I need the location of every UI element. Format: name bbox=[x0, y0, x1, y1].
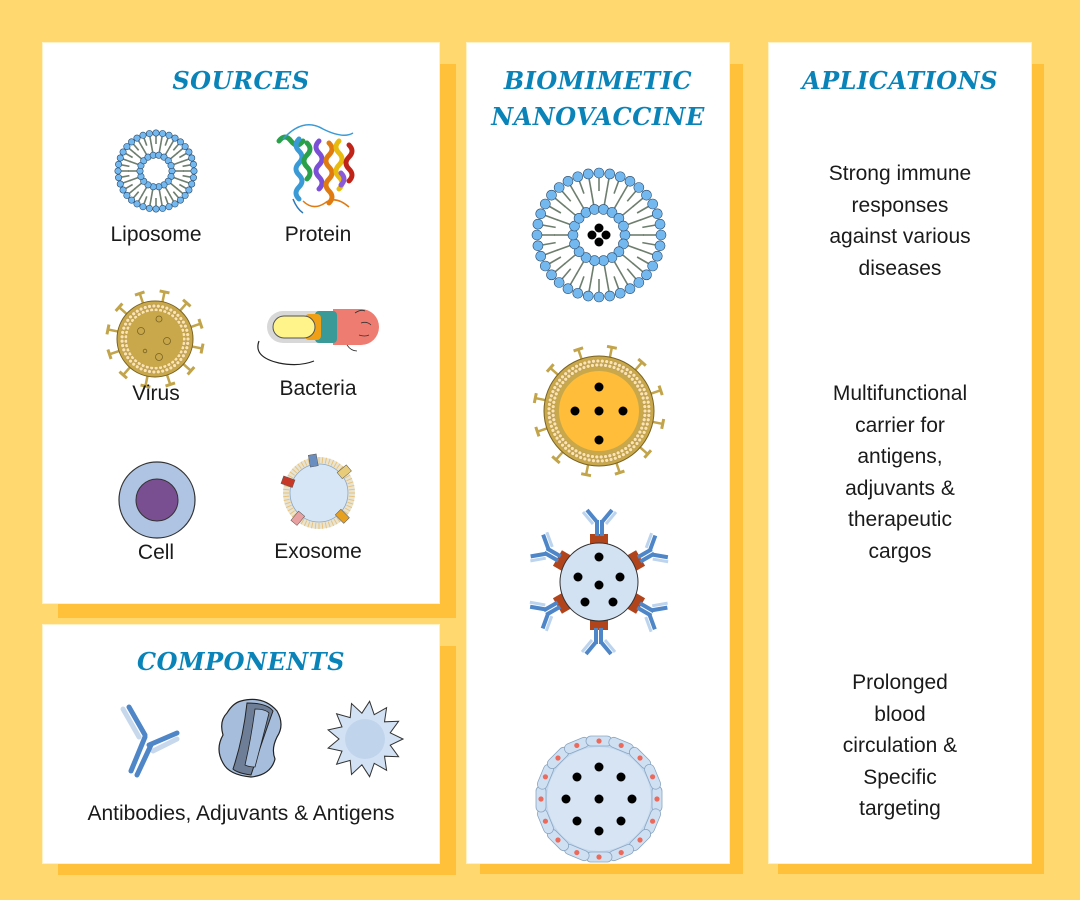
source-label-cell: Cell bbox=[137, 541, 175, 564]
nanovaccine-title-line2: NANOVACCINE bbox=[491, 102, 705, 131]
source-label-protein: Protein bbox=[284, 223, 352, 246]
virus-icon bbox=[105, 289, 205, 389]
sources-title: SOURCES bbox=[172, 66, 310, 95]
source-label-virus: Virus bbox=[132, 382, 180, 405]
adjuvant-icon bbox=[218, 698, 282, 778]
nanovaccine-panel: BIOMIMETIC NANOVACCINE bbox=[466, 42, 730, 864]
components-panel: COMPONENTS Antibodies, Adjuvants & Antig… bbox=[42, 624, 440, 864]
nanovaccine-title-line1: BIOMIMETIC bbox=[503, 66, 693, 95]
source-label-bacteria: Bacteria bbox=[279, 377, 357, 400]
antibody-decorated-nanovaccine-icon bbox=[529, 508, 669, 656]
applications-panel: APLICATIONS Strong immune responses agai… bbox=[768, 42, 1032, 864]
virus-like-nanovaccine-icon bbox=[532, 344, 666, 478]
application-item-carrier: Multifunctional carrier for antigens, ad… bbox=[832, 382, 968, 563]
protein-icon bbox=[276, 124, 355, 214]
antibody-icon bbox=[120, 704, 180, 778]
liposome-icon bbox=[114, 129, 198, 213]
application-item-circulation: Prolonged blood circulation & Specific t… bbox=[842, 671, 958, 820]
exosome-icon bbox=[280, 453, 355, 529]
bacteria-icon bbox=[257, 309, 379, 366]
sources-panel: SOURCES Liposome Protein Virus bbox=[42, 42, 440, 604]
components-title: COMPONENTS bbox=[137, 647, 345, 676]
antigen-icon bbox=[326, 700, 405, 778]
source-label-exosome: Exosome bbox=[274, 540, 362, 563]
liposome-nanovaccine-icon bbox=[531, 167, 667, 303]
application-item-immune: Strong immune responses against various … bbox=[828, 162, 972, 280]
cell-membrane-nanovaccine-icon bbox=[535, 735, 663, 863]
components-label: Antibodies, Adjuvants & Antigens bbox=[87, 802, 395, 825]
source-label-liposome: Liposome bbox=[110, 223, 202, 246]
applications-title: APLICATIONS bbox=[802, 66, 998, 95]
cell-icon bbox=[118, 461, 196, 539]
